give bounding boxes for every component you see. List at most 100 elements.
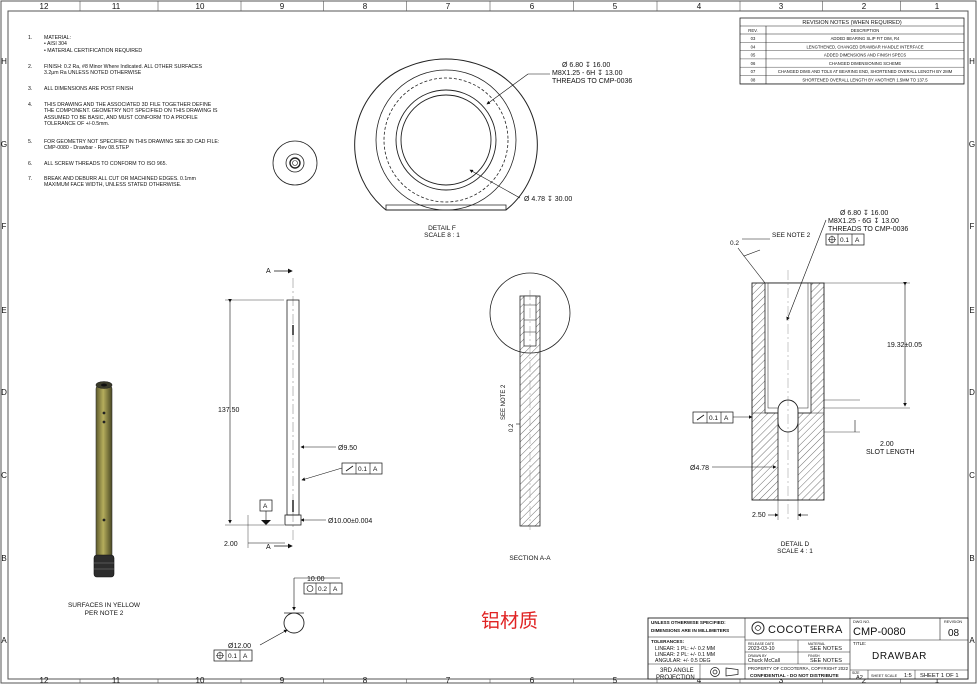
column-label-bottom: 6: [530, 676, 535, 684]
detail-d-depth-dim: 19.32±0.05: [887, 342, 922, 349]
tb-tol-2: LINEAR: 2 PL: +/- 0.1 MM: [655, 652, 715, 658]
row-label-right: C: [969, 471, 975, 480]
iso-caption-line-2: PER NOTE 2: [85, 610, 124, 617]
drawing-title: DRAWBAR: [872, 651, 927, 662]
tb-size: A2: [856, 675, 863, 681]
isometric-rod-view: SURFACES IN YELLOW PER NOTE 2: [68, 381, 141, 617]
column-label-bottom: 4: [697, 676, 702, 684]
detail-f-thread-line-2: M8X1.25 - 6H ↧ 13.00: [552, 69, 623, 77]
tb-projection-1: 3RD ANGLE: [660, 668, 694, 674]
column-label-bottom: 11: [112, 676, 121, 684]
detail-f-view: Ø 6.80 ↧ 16.00 M8X1.25 - 6H ↧ 13.00 THRE…: [354, 58, 632, 239]
end-view-dim: 10.00: [307, 576, 325, 583]
tb-tol-head: TOLERANCES:: [651, 639, 685, 644]
column-label-top: 4: [697, 2, 702, 11]
section-arrow-top-letter: A: [266, 268, 271, 275]
runout-tolerance: 0.1: [358, 466, 367, 473]
material-annotation: 铝材质: [481, 610, 539, 632]
revision-row-description: ADDED BEARING SLIP FIT DIM, R4: [831, 36, 900, 41]
company-logo: [751, 621, 765, 635]
section-arrow-bottom-letter: A: [266, 544, 271, 551]
note-number: 7.: [28, 176, 33, 182]
column-label-bottom: 7: [446, 676, 451, 684]
tb-tol-1: LINEAR: 1 PL: +/- 0.2 MM: [655, 646, 715, 652]
revision-row-rev: 06: [751, 61, 756, 66]
note-line: • MATERIAL CERTIFICATION REQUIRED: [44, 47, 143, 54]
row-label-left: C: [1, 471, 7, 480]
revision-row-description: LENGTHENED, CHANGED DRAWBAR HANDLE INTER…: [806, 44, 923, 49]
column-label-top: 12: [40, 2, 49, 11]
row-label-left: A: [1, 636, 7, 645]
detail-d-thread-line-3: THREADS TO CMP-0036: [828, 226, 908, 233]
row-label-left: B: [1, 554, 6, 563]
end-diameter-dim: Ø10.00±0.004: [328, 518, 372, 525]
note-line: MAXIMUM FACE WIDTH, UNLESS STATED OTHERW…: [44, 182, 182, 189]
revision-header-description: DESCRIPTION: [851, 28, 880, 33]
note-line: ALL DIMENSIONS ARE POST FINISH: [44, 86, 134, 92]
note-number: 6.: [28, 161, 33, 167]
end-view-flat-ref: A: [333, 586, 338, 593]
detail-d-position-ref: A: [855, 237, 860, 244]
overall-length-dim: 137.50: [218, 407, 240, 414]
note-number: 5.: [28, 139, 33, 145]
column-label-top: 1: [935, 2, 940, 11]
tb-finish-value: SEE NOTES: [810, 658, 842, 664]
note-line: THIS DRAWING AND THE ASSOCIATED 3D FILE …: [44, 102, 212, 108]
end-view-pos-tol: 0.1: [228, 653, 237, 660]
note-line: THE COMPONENT. GEOMETRY NOT SPECIFIED ON…: [44, 108, 218, 115]
drawing-number: CMP-0080: [853, 626, 906, 638]
section-a-a-label: SECTION A-A: [509, 555, 551, 562]
section-a-a-view: SEE NOTE 2 0.2 SECTION A-A: [489, 272, 571, 562]
detail-f-thread-line-3: THREADS TO CMP-0036: [552, 78, 632, 85]
column-label-bottom: 5: [613, 676, 618, 684]
tb-finish-label: FINISH: [808, 654, 820, 658]
detail-f-scale: SCALE 8 : 1: [424, 232, 460, 239]
datum-a-flag: A: [263, 503, 268, 510]
note-line: 3.2μm Ra UNLESS NOTED OTHERWISE: [44, 70, 142, 77]
column-label-top: 9: [280, 2, 285, 11]
note-number: 3.: [28, 86, 33, 92]
tb-sheet-scale: 1:5: [904, 673, 912, 679]
column-label-bottom: 12: [40, 676, 49, 684]
detail-d-hole-dia: Ø4.78: [690, 465, 709, 472]
revision-row-description: CHANGED DIMENSIONING SCHEME: [829, 61, 902, 66]
revision-header-rev: REV.: [748, 28, 757, 33]
detail-d-thread-line-1: Ø 6.80 ↧ 16.00: [840, 209, 888, 217]
runout-frame: [341, 462, 383, 475]
note-line: FINISH: 0.2 Ra, #8 Minor Where Indicated…: [44, 64, 203, 70]
detail-d-view: Ø 6.80 ↧ 16.00 M8X1.25 - 6G ↧ 13.00 THRE…: [690, 209, 922, 555]
tb-sheet-number: SHEET 1 OF 1: [920, 673, 959, 679]
note-line: ASSUMED TO BE BASIC, AND MUST CONFORM TO…: [44, 114, 198, 121]
note-line: FOR GEOMETRY NOT SPECIFIED IN THIS DRAWI…: [44, 139, 220, 145]
revision-row-description: ADDED DIMENSIONS AND FINISH SPECS: [824, 53, 907, 58]
tb-unless: UNLESS OTHERWISE SPECIFIED:: [651, 620, 726, 625]
detail-d-position-tol: 0.1: [840, 237, 849, 244]
title-block: UNLESS OTHERWISE SPECIFIED: DIMENSIONS A…: [647, 617, 969, 681]
tb-title-label: TITLE:: [853, 641, 866, 646]
tb-sheet-scale-label: SHEET SCALE: [871, 674, 898, 678]
tb-drawn-by: Chuck McCall: [748, 658, 780, 664]
slot-length-label: SLOT LENGTH: [866, 449, 915, 456]
profile-symbol-icon: [306, 585, 314, 592]
end-view-bottom: 10.00 0.2 A Ø12.00 0.1 A: [213, 576, 343, 662]
revision-row-rev: 05: [751, 53, 756, 58]
column-label-bottom: 2: [862, 676, 867, 684]
tb-release-date: 2023-03-10: [748, 646, 775, 652]
detail-f-label: DETAIL F: [428, 225, 456, 232]
revision-row-description: SHORTENED OVERALL LENGTH BY ANOTHER 1.5M…: [802, 78, 928, 83]
tb-material-value: SEE NOTES: [810, 646, 842, 652]
tb-tol-3: ANGULAR: +/- 0.5 DEG: [655, 658, 711, 664]
revision-table: REVISION NOTES (WHEN REQUIRED) REV. DESC…: [739, 17, 965, 85]
column-label-top: 3: [779, 2, 784, 11]
column-label-top: 6: [530, 2, 535, 11]
column-label-top: 10: [196, 2, 205, 11]
note-line: BREAK AND DEBURR ALL CUT OR MACHINED EDG…: [44, 176, 196, 182]
revision-row-rev: 04: [751, 44, 756, 49]
note-number: 1.: [28, 35, 33, 41]
revision-row-description: CHANGED DIMS AND TOLS AT BEARING END, SH…: [778, 69, 953, 74]
revision-number: 08: [948, 628, 960, 639]
end-view-pos-ref: A: [243, 653, 248, 660]
note-number: 2.: [28, 64, 33, 70]
detail-d-see-note: SEE NOTE 2: [772, 232, 811, 239]
